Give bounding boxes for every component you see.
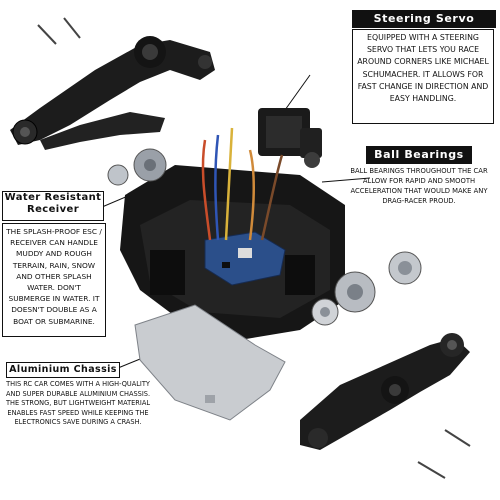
ball-bearings-description: Ball bearings throughout the car allow f…	[350, 167, 488, 205]
wires-icon	[201, 127, 284, 241]
front-gear-icon	[107, 148, 167, 186]
receiver-board-icon	[204, 231, 286, 286]
steering-servo-icon	[258, 108, 322, 168]
steering-servo-description: Equipped with a steering servo that lets…	[352, 29, 494, 124]
rear-differential-icon	[311, 251, 422, 326]
rear-suspension-arm-icon	[300, 333, 470, 450]
front-suspension-arm-icon	[10, 36, 215, 150]
ball-bearings-title: Ball Bearings	[366, 146, 472, 164]
water-resistant-receiver-description: The splash-proof ESC / receiver can hand…	[2, 223, 106, 337]
aluminium-chassis-title: Aluminium Chassis	[6, 362, 120, 378]
steering-servo-title: Steering Servo	[352, 10, 496, 28]
water-resistant-receiver-title: Water Resistant Receiver	[2, 191, 104, 221]
pin-icon	[37, 17, 81, 45]
aluminium-chassis-description: This RC car comes with a high-quality an…	[5, 380, 151, 427]
pin-icon	[417, 429, 471, 479]
aluminium-plate-icon	[134, 304, 286, 421]
